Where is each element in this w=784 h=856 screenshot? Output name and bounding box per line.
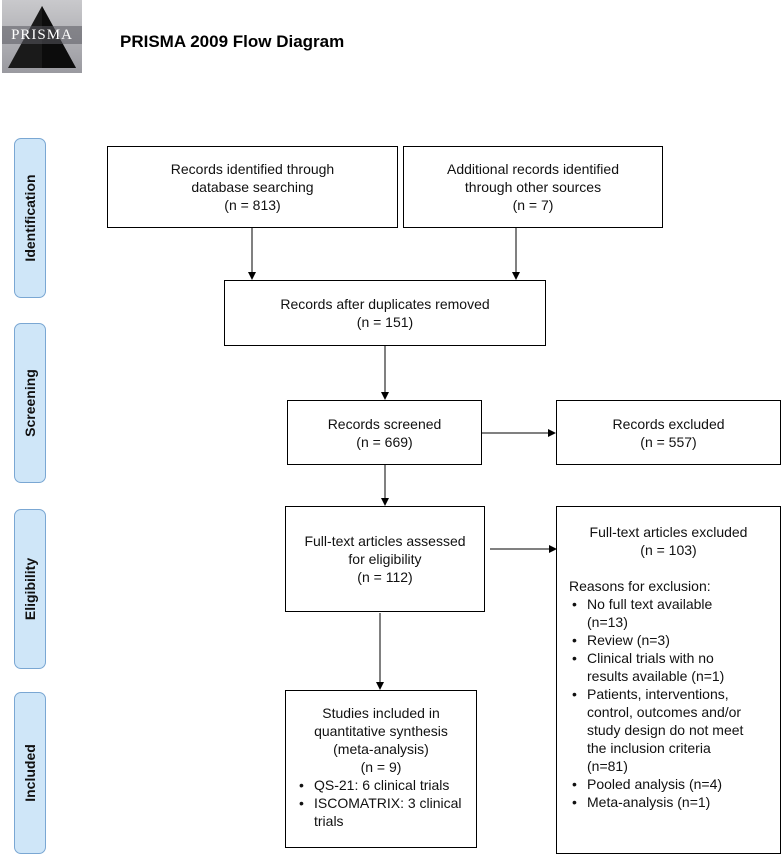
box-records-screened: Records screened (n = 669) [287, 400, 482, 465]
phase-included: Included [14, 692, 46, 854]
prisma-logo-triangle [2, 6, 82, 68]
included-study-item: QS-21: 6 clinical trials [294, 776, 476, 794]
exclusion-reasons-list: No full text available (n=13) Review (n=… [557, 595, 780, 811]
box-after-duplicates-line1: Records after duplicates removed [280, 296, 490, 312]
exclusion-reason-item: Meta-analysis (n=1) [567, 793, 780, 811]
exclusion-reason-item: Clinical trials with no results availabl… [567, 649, 780, 685]
box-other-records-line2: through other sources [464, 179, 602, 195]
phase-eligibility: Eligibility [14, 509, 46, 669]
box-database-records-count: (n = 813) [224, 197, 281, 213]
prisma-logo-text: PRISMA [11, 27, 73, 43]
exclusion-reason-item: Pooled analysis (n=4) [567, 775, 780, 793]
exclusion-reason-item: Review (n=3) [567, 631, 780, 649]
box-other-records-count: (n = 7) [512, 197, 554, 213]
exclusion-reasons-heading: Reasons for exclusion: [569, 578, 711, 594]
box-records-excluded: Records excluded (n = 557) [556, 400, 781, 465]
box-studies-included-line3: (meta-analysis) [333, 741, 429, 757]
box-studies-included-line1: Studies included in [322, 705, 440, 721]
box-fulltext-assessed-line2: for eligibility [348, 551, 422, 567]
prisma-logo: PRISMA [2, 0, 82, 73]
box-studies-included: Studies included in quantitative synthes… [285, 690, 477, 848]
box-records-excluded-line1: Records excluded [612, 415, 725, 432]
box-fulltext-excluded-count: (n = 103) [640, 542, 697, 558]
box-database-records-line1: Records identified through [170, 161, 335, 177]
exclusion-reason-item: Patients, interventions, control, outcom… [567, 685, 780, 775]
page-title: PRISMA 2009 Flow Diagram [120, 32, 345, 51]
box-other-records-line1: Additional records identified [447, 161, 619, 177]
box-fulltext-excluded-line1: Full-text articles excluded [589, 524, 748, 540]
included-study-item: ISCOMATRIX: 3 clinical trials [294, 794, 476, 830]
box-studies-included-line2: quantitative synthesis [314, 723, 448, 739]
box-studies-included-count: (n = 9) [360, 759, 402, 775]
box-fulltext-assessed: Full-text articles assessed for eligibil… [285, 506, 485, 612]
box-records-excluded-count: (n = 557) [640, 433, 697, 450]
box-after-duplicates-count: (n = 151) [356, 314, 414, 330]
exclusion-reason-item: No full text available (n=13) [567, 595, 780, 631]
box-database-records-line2: database searching [191, 179, 314, 195]
box-fulltext-assessed-count: (n = 112) [357, 569, 413, 585]
box-fulltext-assessed-line1: Full-text articles assessed [304, 533, 466, 549]
box-records-screened-count: (n = 669) [356, 433, 413, 450]
phase-screening: Screening [14, 323, 46, 483]
box-records-screened-line1: Records screened [327, 415, 442, 432]
box-database-records: Records identified through database sear… [107, 146, 398, 228]
phase-identification: Identification [14, 138, 46, 298]
included-studies-list: QS-21: 6 clinical trials ISCOMATRIX: 3 c… [286, 776, 476, 830]
box-other-records: Additional records identified through ot… [403, 146, 663, 228]
box-after-duplicates: Records after duplicates removed (n = 15… [224, 280, 546, 346]
box-fulltext-excluded: Full-text articles excluded (n = 103) Re… [556, 506, 781, 854]
